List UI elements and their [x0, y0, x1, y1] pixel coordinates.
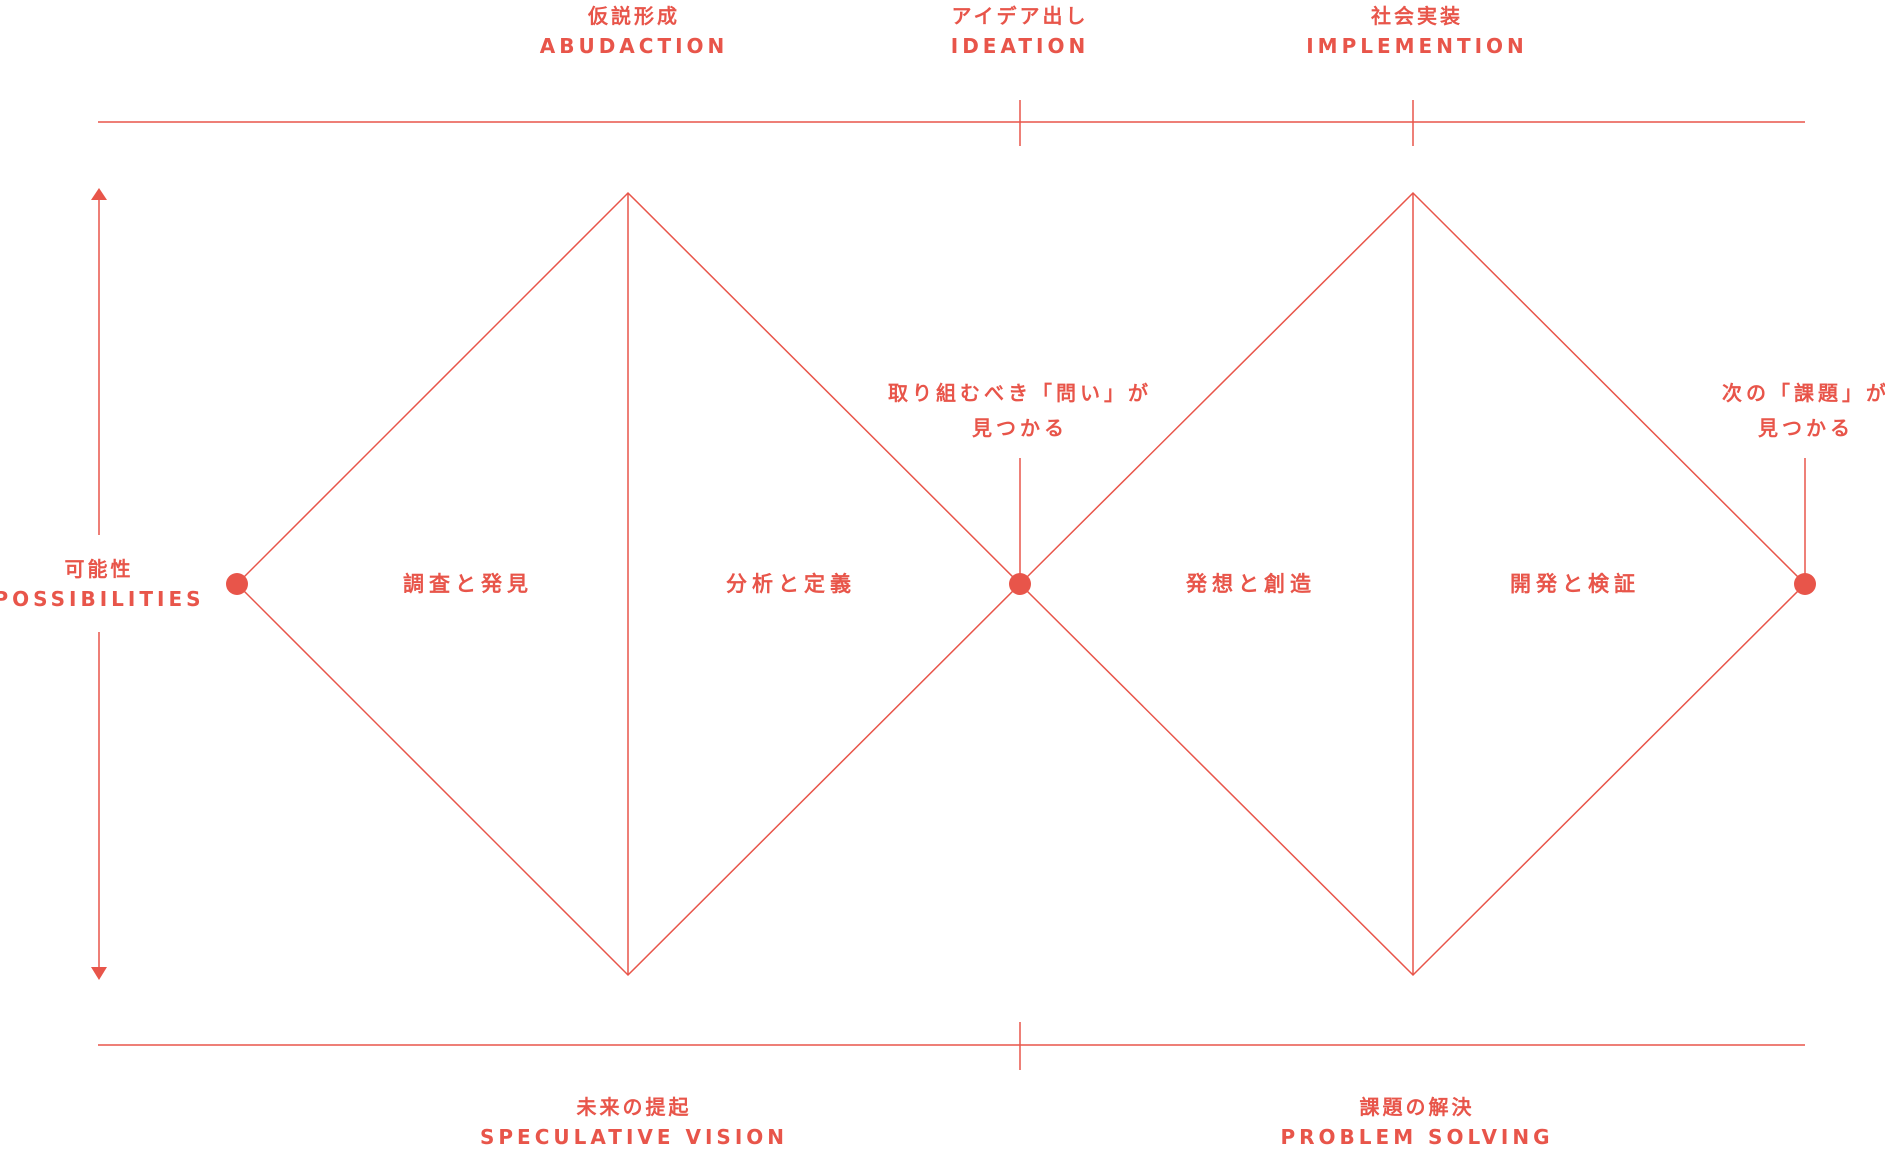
- milestone-note-next-issue: 次の「課題」が 見つかる: [1722, 376, 1885, 446]
- node-start: [226, 573, 248, 595]
- stage-research-discovery: 調査と発見: [403, 572, 533, 596]
- axis-label-possibilities: 可能性 POSSIBILITIES: [0, 559, 205, 609]
- axis-en: POSSIBILITIES: [0, 587, 205, 611]
- axis-arrow-up-icon: [91, 188, 107, 200]
- milestone-line2: 見つかる: [972, 416, 1068, 440]
- phase-label-implemention: 社会実装 IMPLEMENTION: [1306, 6, 1528, 56]
- phase-label-speculative-vision: 未来の提起 SPECULATIVE VISION: [480, 1097, 788, 1147]
- milestone-line1: 取り組むべき「問い」が: [888, 381, 1152, 405]
- phase-jp: 社会実装: [1370, 4, 1463, 28]
- phase-en: SPECULATIVE VISION: [479, 1125, 789, 1149]
- stage-development-validation: 開発と検証: [1510, 572, 1640, 596]
- axis-arrow-down-icon: [91, 967, 107, 980]
- milestone-line1: 次の「課題」が: [1722, 381, 1885, 405]
- milestone-note-question: 取り組むべき「問い」が 見つかる: [888, 376, 1152, 446]
- phase-en: IDEATION: [950, 34, 1090, 58]
- axis-jp: 可能性: [64, 557, 134, 581]
- phase-jp: 未来の提起: [576, 1095, 692, 1119]
- phase-en: IMPLEMENTION: [1306, 34, 1528, 58]
- stage-ideation-creation: 発想と創造: [1186, 572, 1316, 596]
- phase-en: ABUDACTION: [539, 34, 729, 58]
- phase-jp: 課題の解決: [1359, 1095, 1475, 1119]
- milestone-line2: 見つかる: [1758, 416, 1854, 440]
- stage-analysis-definition: 分析と定義: [726, 572, 856, 596]
- node-middle: [1009, 573, 1031, 595]
- phase-label-ideation: アイデア出し IDEATION: [951, 6, 1089, 56]
- phase-jp: アイデア出し: [951, 4, 1089, 28]
- phase-en: PROBLEM SOLVING: [1280, 1125, 1554, 1149]
- phase-label-abudaction: 仮説形成 ABUDACTION: [540, 6, 729, 56]
- phase-jp: 仮説形成: [587, 4, 680, 28]
- node-end: [1794, 573, 1816, 595]
- phase-label-problem-solving: 課題の解決 PROBLEM SOLVING: [1280, 1097, 1553, 1147]
